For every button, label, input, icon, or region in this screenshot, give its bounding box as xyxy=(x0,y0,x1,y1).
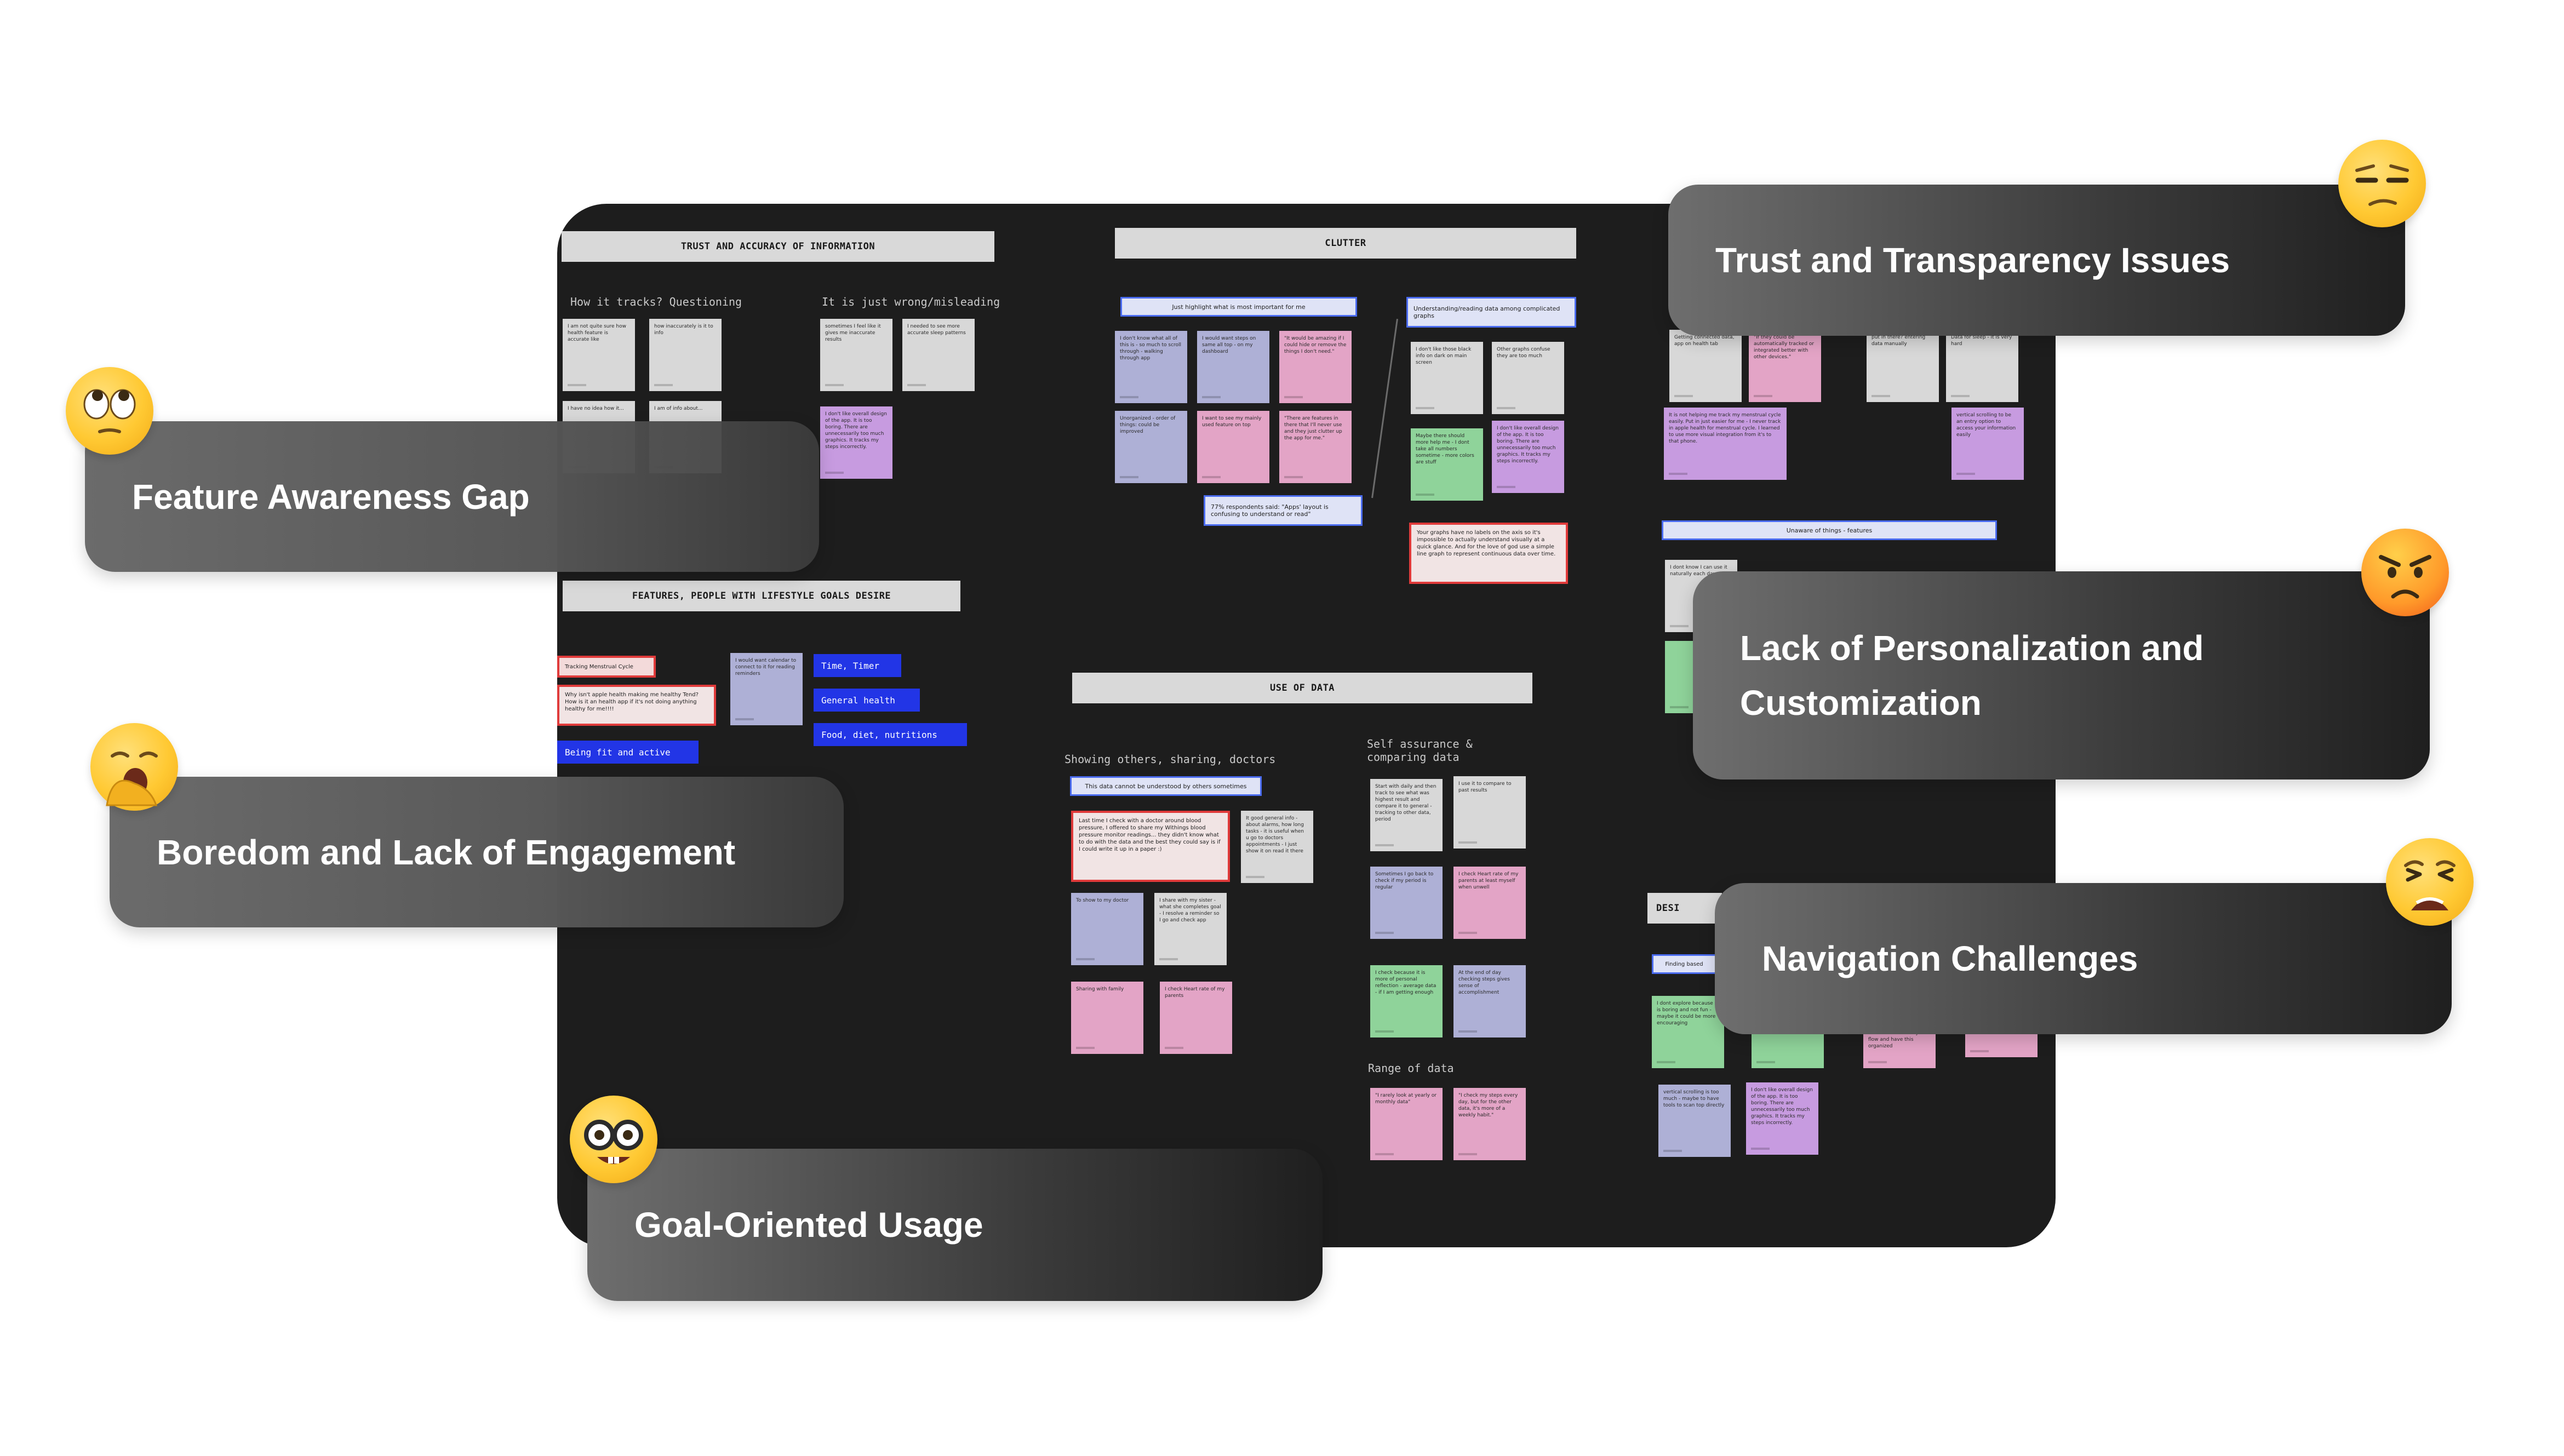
sticky-note[interactable]: "I rarely look at yearly or monthly data… xyxy=(1370,1088,1443,1160)
sticky-note[interactable]: Maybe there should more help me - I dont… xyxy=(1411,428,1483,501)
tag-food-diet[interactable]: Food, diet, nutritions xyxy=(814,723,967,746)
sticky-note[interactable]: I check Heart rate of my parents xyxy=(1160,982,1232,1054)
insight-card-boredom: Boredom and Lack of Engagement xyxy=(110,777,844,927)
sticky-note[interactable]: put in there? entering data manually xyxy=(1867,330,1939,402)
sticky-note[interactable]: I check Heart rate of my parents at leas… xyxy=(1453,867,1526,939)
bar-respondents[interactable]: 77% respondents said: "Apps' layout is c… xyxy=(1204,495,1363,526)
sticky-note[interactable]: "If they could be automatically tracked … xyxy=(1749,330,1821,402)
section-header-trust-accuracy: TRUST AND ACCURACY OF INFORMATION xyxy=(562,231,994,262)
section-header-use-of-data: USE OF DATA xyxy=(1072,673,1532,703)
bar-understanding[interactable]: Understanding/reading data among complic… xyxy=(1406,297,1576,328)
insight-card-label: Goal-Oriented Usage xyxy=(634,1205,983,1245)
insight-card-trust-transparency: Trust and Transparency Issues xyxy=(1668,185,2405,336)
sticky-note[interactable]: It good general info - about alarms, how… xyxy=(1241,811,1313,883)
sticky-note-doctor[interactable]: Last time I check with a doctor around b… xyxy=(1071,811,1230,882)
section-header-desire: DESI xyxy=(1647,893,1722,924)
sticky-note[interactable]: "There are features in there that I'll n… xyxy=(1279,411,1352,483)
sticky-note[interactable]: Getting connected data, app on health ta… xyxy=(1669,330,1742,402)
insight-card-personalization: Lack of Personalization and Customizatio… xyxy=(1693,571,2430,779)
subheading-self-assurance: Self assurance & comparing data xyxy=(1367,737,1473,764)
sticky-note[interactable]: Start with daily and then track to see w… xyxy=(1370,779,1443,851)
sticky-note[interactable]: sometimes I feel like it gives me inaccu… xyxy=(820,319,892,391)
insight-card-label: Lack of Personalization and Customizatio… xyxy=(1740,628,2204,723)
section-header-clutter: CLUTTER xyxy=(1115,228,1576,259)
eye-roll-face-icon xyxy=(66,367,153,455)
weary-face-icon xyxy=(2386,838,2474,926)
sticky-note-apple-health[interactable]: Why isn't apple health making me healthy… xyxy=(557,685,716,726)
sticky-note[interactable]: "It would be amazing if I could hide or … xyxy=(1279,331,1352,403)
bar-unaware[interactable]: Unaware of things - features xyxy=(1662,520,1997,540)
sticky-note[interactable] xyxy=(1665,641,1698,713)
bar-data-cannot[interactable]: This data cannot be understood by others… xyxy=(1070,776,1262,796)
sticky-note[interactable]: Data for sleep - it is very hard xyxy=(1946,330,2018,402)
bar-highlight[interactable]: Just highlight what is most important fo… xyxy=(1120,297,1357,317)
sticky-note[interactable]: I am not quite sure how health feature i… xyxy=(563,319,635,391)
sticky-note[interactable]: I don't like overall design of the app. … xyxy=(1746,1082,1818,1155)
sticky-note-menstrual[interactable]: Tracking Menstrual Cycle xyxy=(557,656,656,678)
sticky-note[interactable]: I don't like those black info on dark on… xyxy=(1411,342,1483,414)
sticky-note-graphs-labels[interactable]: Your graphs have no labels on the axis s… xyxy=(1409,523,1568,584)
sticky-note[interactable]: I want to see my mainly used feature on … xyxy=(1197,411,1269,483)
sticky-note[interactable]: I would want steps on same all top - on … xyxy=(1197,331,1269,403)
sticky-note[interactable]: Sometimes I go back to check if my perio… xyxy=(1370,867,1443,939)
sticky-note[interactable]: I don't know what all of this is - so mu… xyxy=(1115,331,1187,403)
sticky-note[interactable]: To show to my doctor xyxy=(1071,893,1143,965)
tag-time-timer[interactable]: Time, Timer xyxy=(814,654,901,677)
insight-card-goal-oriented: Goal-Oriented Usage xyxy=(587,1149,1323,1301)
connector-line xyxy=(1371,319,1398,498)
sticky-note[interactable]: how inaccurately is it to info xyxy=(649,319,722,391)
bar-finding[interactable]: Finding based xyxy=(1652,954,1716,974)
tag-being-fit[interactable]: Being fit and active xyxy=(557,741,699,764)
subheading-range-of-data: Range of data xyxy=(1368,1062,1454,1075)
sticky-note[interactable]: I needed to see more accurate sleep patt… xyxy=(902,319,975,391)
sticky-note[interactable]: I check because it is more of personal r… xyxy=(1370,965,1443,1037)
sticky-note[interactable]: I don't like overall design of the app. … xyxy=(1492,421,1564,493)
tag-general-health[interactable]: General health xyxy=(814,689,920,712)
yawning-face-icon xyxy=(90,723,178,811)
sticky-note[interactable]: I use it to compare to past results xyxy=(1453,776,1526,849)
insight-card-label: Navigation Challenges xyxy=(1762,939,2138,978)
sticky-note[interactable]: Other graphs confuse they are too much xyxy=(1492,342,1564,414)
nerd-face-icon xyxy=(570,1096,657,1183)
sticky-note[interactable]: I share with my sister - what she comple… xyxy=(1154,893,1227,965)
insight-card-label: Boredom and Lack of Engagement xyxy=(157,832,736,872)
unamused-face-icon xyxy=(2338,140,2426,227)
insight-card-label: Trust and Transparency Issues xyxy=(1715,240,2230,280)
subheading-just-wrong: It is just wrong/misleading xyxy=(822,295,1000,308)
insight-card-feature-awareness: Feature Awareness Gap xyxy=(85,421,819,572)
sticky-note[interactable]: I dont explore because it is boring and … xyxy=(1652,996,1724,1068)
section-header-features-goals: FEATURES, PEOPLE WITH LIFESTYLE GOALS DE… xyxy=(563,581,960,611)
sticky-note[interactable]: I would want calendar to connect to it f… xyxy=(730,653,803,725)
sticky-note[interactable]: I don't like overall design of the app. … xyxy=(820,406,892,479)
subheading-showing-others: Showing others, sharing, doctors xyxy=(1064,753,1276,766)
sticky-note[interactable]: Sharing with family xyxy=(1071,982,1143,1054)
sticky-note[interactable]: vertical scrolling is too much - maybe t… xyxy=(1658,1085,1731,1157)
angry-face-icon xyxy=(2361,529,2449,616)
subheading-how-it-tracks: How it tracks? Questioning xyxy=(570,295,742,308)
insight-card-label: Feature Awareness Gap xyxy=(132,477,530,517)
sticky-note[interactable]: vertical scrolling to be an entry option… xyxy=(1951,408,2024,480)
sticky-note[interactable]: Unorganized - order of things: could be … xyxy=(1115,411,1187,483)
sticky-note[interactable]: At the end of day checking steps gives s… xyxy=(1453,965,1526,1037)
insight-card-navigation: Navigation Challenges xyxy=(1715,883,2452,1034)
sticky-note[interactable]: It is not helping me track my menstrual … xyxy=(1664,408,1787,480)
sticky-note[interactable]: "I check my steps every day, but for the… xyxy=(1453,1088,1526,1160)
